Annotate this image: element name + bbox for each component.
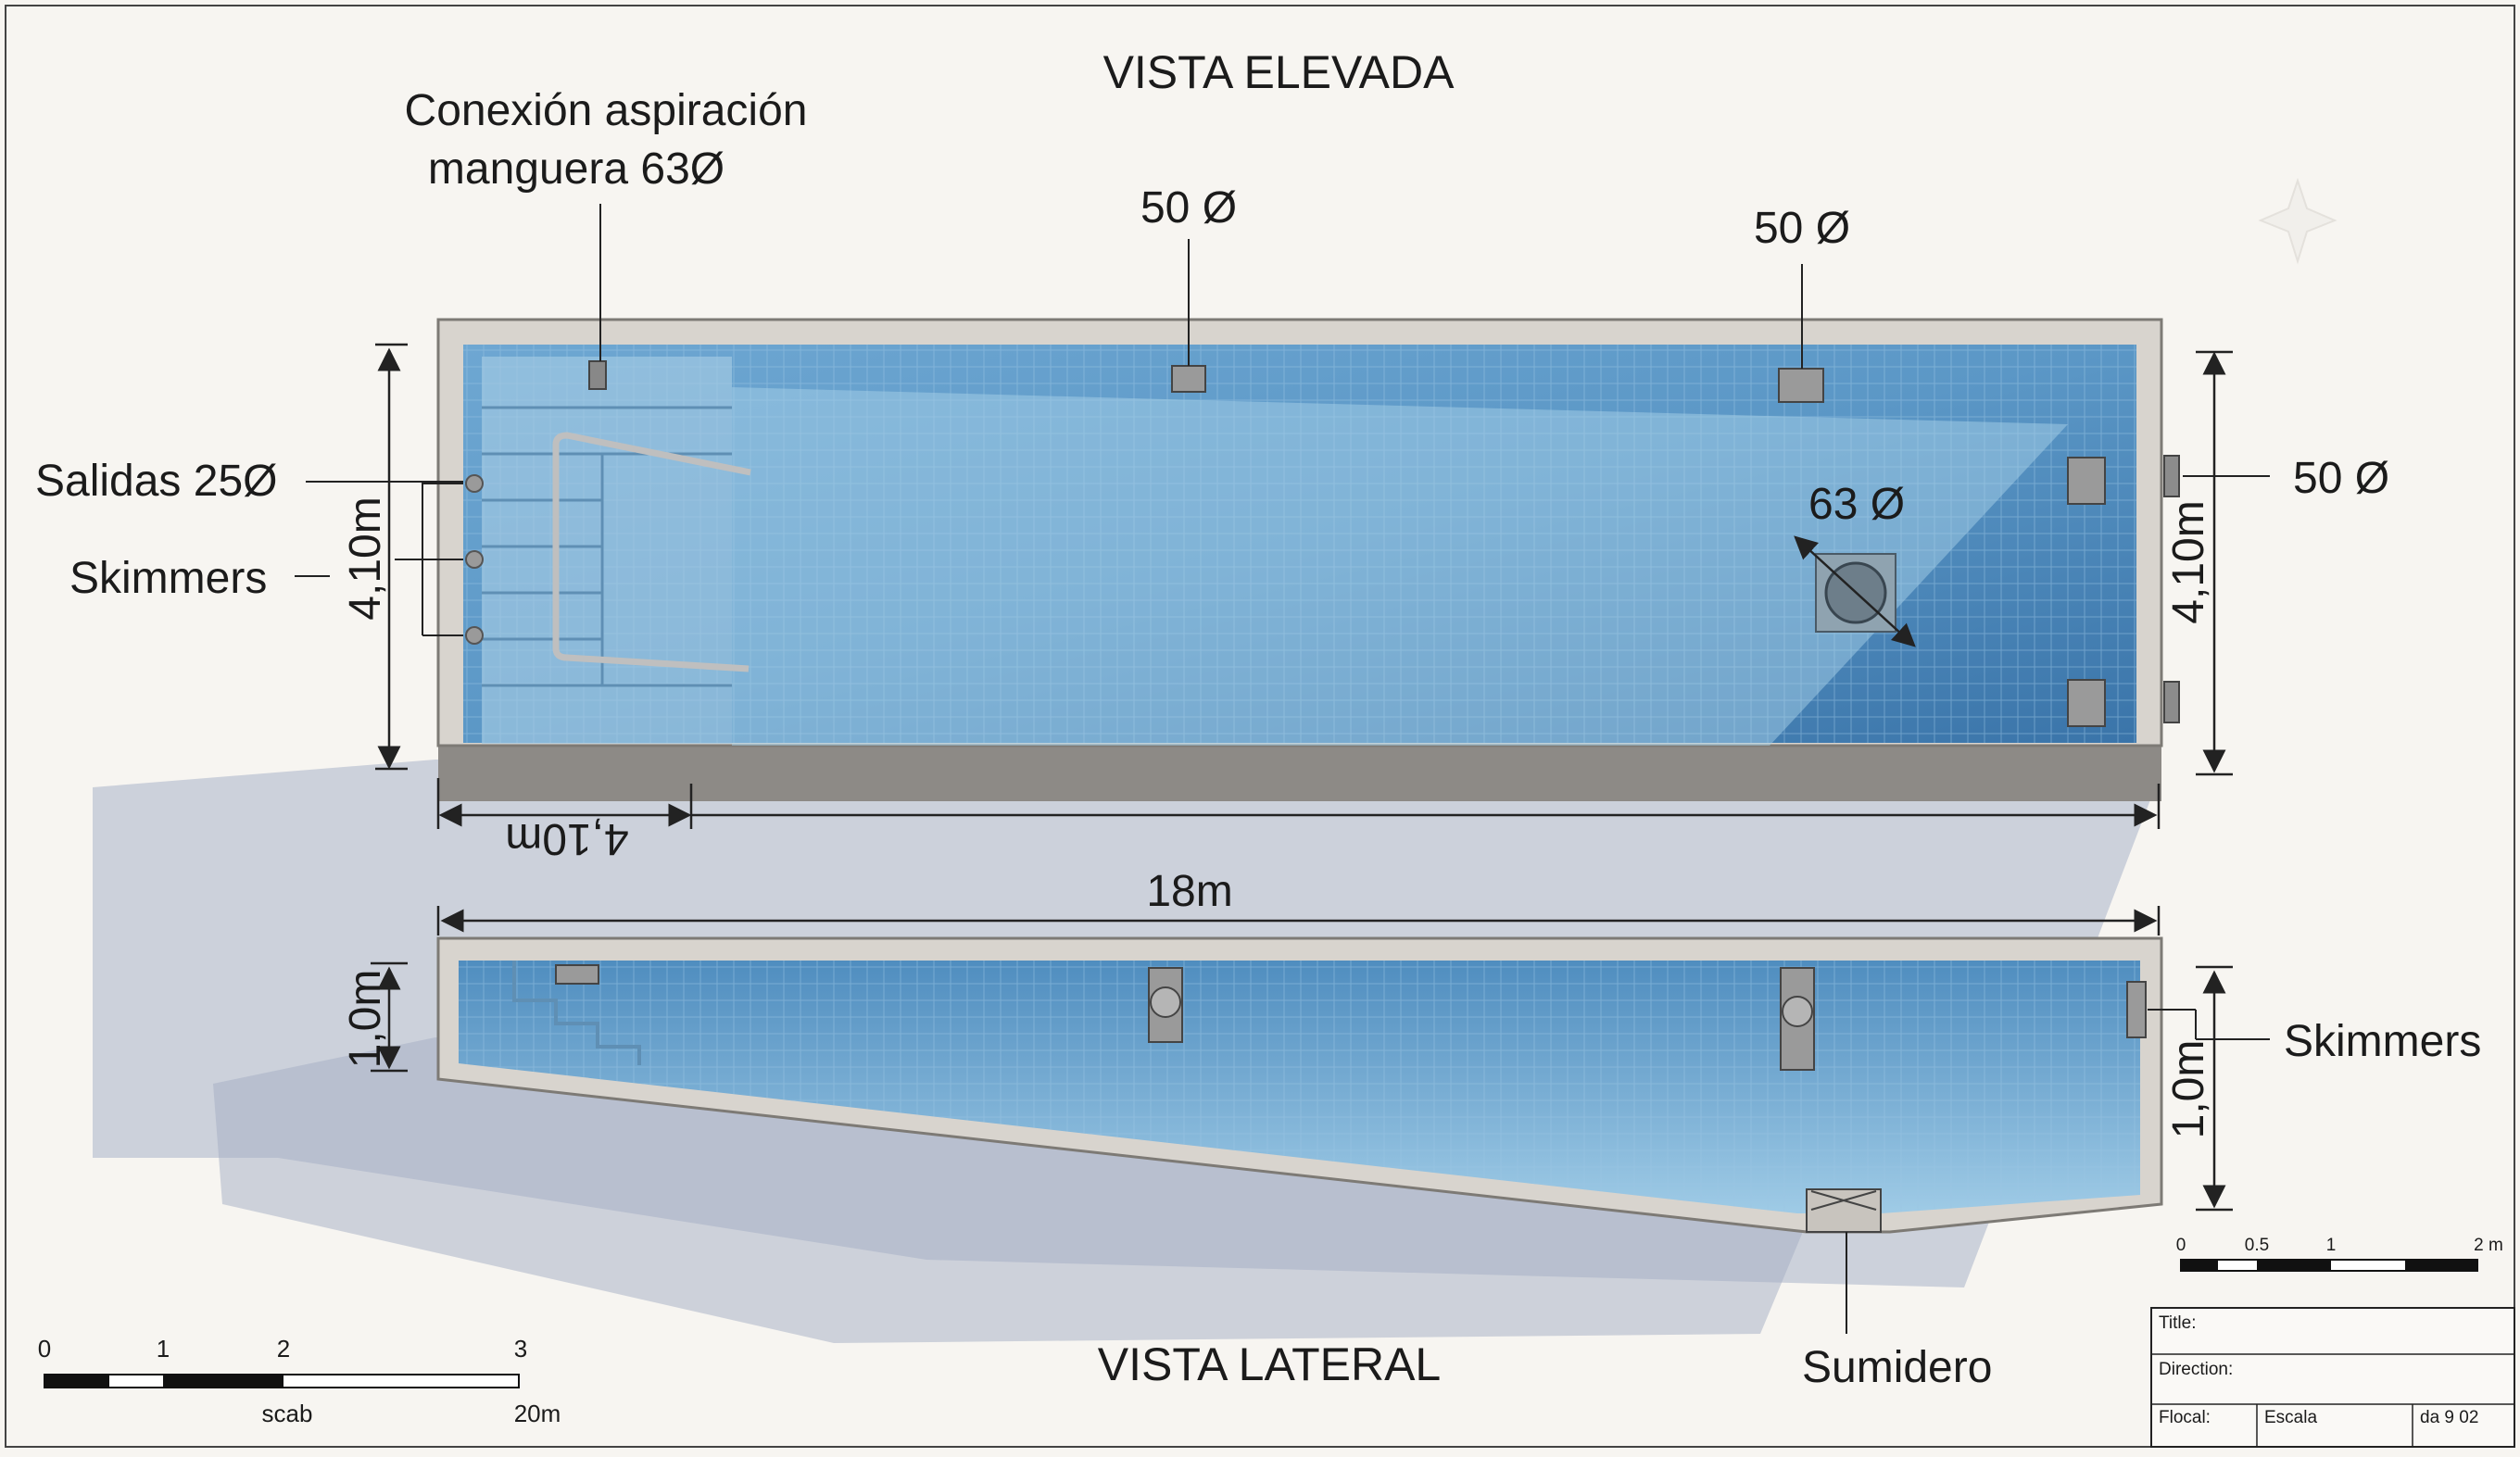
label-skimmers-left: Skimmers bbox=[69, 554, 267, 603]
label-conexion-line2: manguera 63Ø bbox=[428, 144, 724, 194]
salida-fitting bbox=[465, 626, 484, 645]
label-conexion-line1: Conexión aspiración bbox=[405, 86, 808, 135]
title-block-date: da 9 02 bbox=[2420, 1408, 2478, 1427]
scale-left-caption: scab bbox=[262, 1400, 313, 1427]
sparkle-icon bbox=[2258, 177, 2337, 265]
external-fitting bbox=[2163, 681, 2180, 723]
sump bbox=[1806, 1188, 1882, 1233]
label-skimmers-right: Skimmers bbox=[2284, 1017, 2481, 1066]
side-valve bbox=[1150, 986, 1181, 1018]
scale-bar-right: 0 0.5 1 2 m bbox=[2176, 1236, 2503, 1272]
handrail-top bbox=[552, 432, 751, 482]
side-view bbox=[436, 936, 2163, 1234]
scale-left-tick: 0 bbox=[38, 1335, 51, 1363]
handrail-bottom bbox=[552, 445, 750, 672]
label-fitting-50-right: 50 Ø bbox=[2293, 454, 2389, 503]
scale-right-tick: 2 m bbox=[2474, 1236, 2503, 1255]
scale-right-tick: 0.5 bbox=[2245, 1236, 2269, 1255]
label-sumidero: Sumidero bbox=[1802, 1343, 1992, 1392]
label-salidas: Salidas 25Ø bbox=[35, 457, 278, 506]
scale-left-tick: 1 bbox=[157, 1335, 170, 1363]
title-block-local: Flocal: bbox=[2159, 1408, 2211, 1427]
dim-depth-right: 1,0m bbox=[2164, 1040, 2213, 1139]
drain-leader bbox=[1794, 535, 1916, 647]
scale-left-tick: 2 bbox=[277, 1335, 290, 1363]
return-fitting bbox=[1171, 365, 1206, 393]
side-skimmer bbox=[2126, 981, 2147, 1038]
scale-right-tick: 1 bbox=[2326, 1236, 2337, 1255]
side-fitting bbox=[555, 964, 599, 985]
dim-width-left: 4,10m bbox=[341, 496, 390, 620]
title-block-direction: Direction: bbox=[2159, 1360, 2233, 1379]
side-stairs bbox=[512, 961, 641, 1065]
stairs-area bbox=[482, 357, 732, 744]
dim-width-right: 4,10m bbox=[2164, 500, 2213, 623]
title-vista-lateral: VISTA LATERAL bbox=[1098, 1338, 1442, 1390]
top-pool-light bbox=[732, 387, 2068, 746]
salida-fitting bbox=[465, 474, 484, 493]
title-block-title: Title: bbox=[2159, 1313, 2196, 1333]
label-fitting-50-a: 50 Ø bbox=[1140, 183, 1237, 232]
title-block-escala: Escala bbox=[2264, 1408, 2317, 1427]
return-fitting bbox=[2067, 679, 2106, 727]
external-fitting bbox=[2163, 455, 2180, 497]
dimension-lines bbox=[371, 343, 2233, 1212]
return-fitting bbox=[1778, 368, 1824, 403]
dim-depth-left: 1,0m bbox=[341, 970, 390, 1069]
title-vista-elevada: VISTA ELEVADA bbox=[1103, 46, 1455, 98]
label-fitting-50-b: 50 Ø bbox=[1754, 204, 1850, 253]
salida-fitting bbox=[465, 550, 484, 569]
dim-length: 18m bbox=[1146, 867, 1232, 916]
dim-stair-length: 4,10m bbox=[505, 814, 628, 863]
leaders bbox=[295, 204, 2270, 1334]
scale-right-tick: 0 bbox=[2176, 1236, 2186, 1255]
sheet-border bbox=[5, 5, 2515, 1448]
scale-left-tick: 3 bbox=[514, 1335, 527, 1363]
scale-left-end: 20m bbox=[514, 1400, 561, 1427]
title-block: Title: Direction: Flocal: Escala da 9 02 bbox=[2150, 1307, 2515, 1448]
label-drain-63: 63 Ø bbox=[1808, 480, 1905, 529]
pool-stairs bbox=[482, 357, 751, 744]
side-valve bbox=[1782, 996, 1813, 1027]
top-view bbox=[436, 318, 2180, 801]
suction-connection bbox=[588, 360, 607, 390]
return-fitting bbox=[2067, 457, 2106, 505]
scale-bar-left: 0 1 2 3 scab 20m bbox=[38, 1335, 561, 1427]
side-pool-tiles bbox=[459, 961, 2140, 1213]
